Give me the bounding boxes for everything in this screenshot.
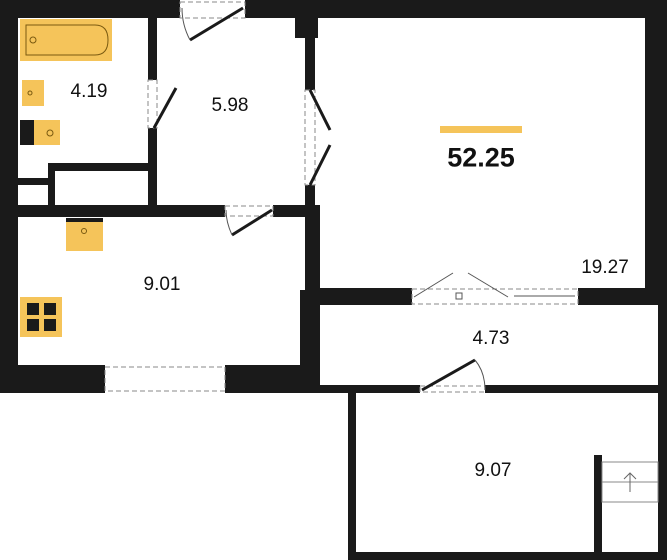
room-area-living-room: 19.27 [581,257,629,278]
stove-icon [20,297,62,337]
room-area-bathroom: 4.19 [70,81,108,102]
toilet-icon [20,120,60,145]
stairs [594,455,659,552]
sink-icon [22,80,44,106]
stairs-up-arrow-icon [623,472,637,492]
room-area-kitchen: 9.01 [143,274,181,295]
total-area: 52.25 [447,142,515,173]
kitchen-sink-icon [66,218,103,251]
doors[interactable] [152,6,476,392]
door-swings [181,7,575,391]
room-area-hall: 5.98 [211,95,249,116]
room-area-corridor: 4.73 [472,328,510,349]
room-area-lower-room: 9.07 [474,460,512,481]
bathtub-icon [20,19,112,61]
accent-bar [440,126,522,133]
